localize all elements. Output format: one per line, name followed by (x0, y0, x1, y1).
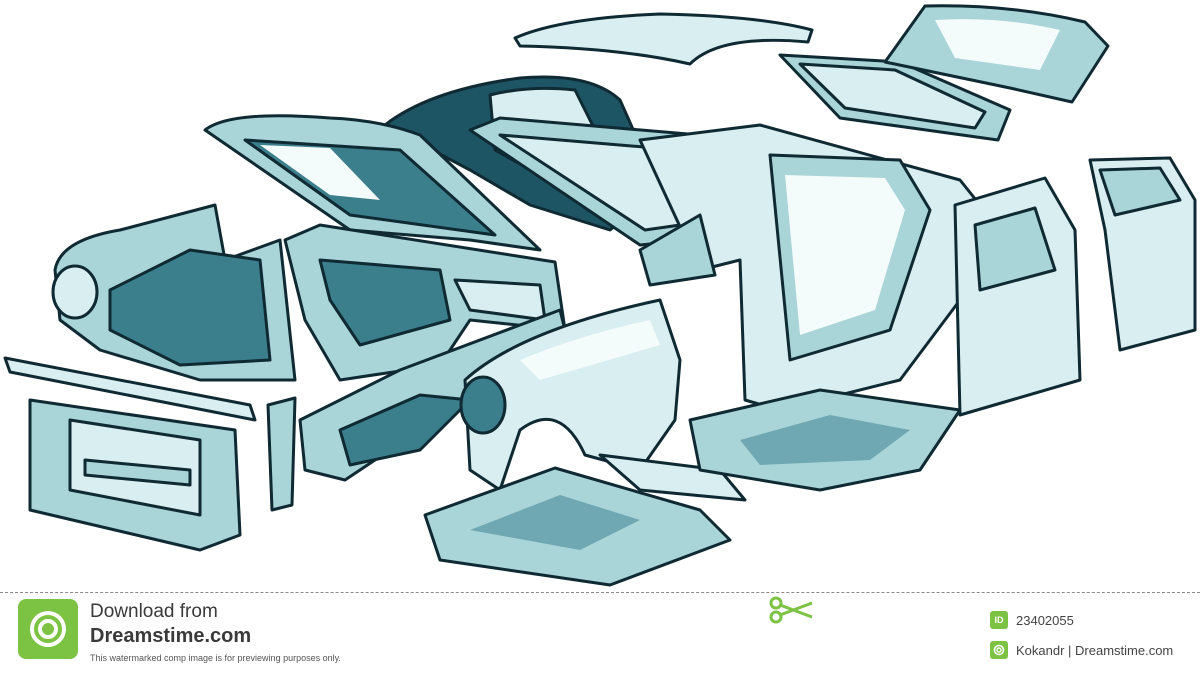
side-bracket (266, 396, 297, 512)
download-from-text: Download from (90, 601, 218, 622)
image-id-value: 23402055 (1016, 612, 1074, 628)
far-door (1088, 156, 1197, 352)
author-credit-row: Kokandr | Dreamstime.com (990, 641, 1173, 659)
left-inner-fender (51, 203, 297, 382)
engine-firewall (283, 223, 567, 382)
author-icon (990, 641, 1008, 659)
car-parts-drawing (3, 4, 1197, 587)
image-id-row: ID 23402055 (990, 611, 1074, 629)
author-credit-text: Kokandr | Dreamstime.com (1016, 642, 1174, 658)
rear-window-frame (778, 53, 1012, 142)
front-fender (459, 298, 682, 492)
scissors-icon (768, 595, 816, 625)
floor-panel (423, 453, 747, 587)
watermark-disclaimer: This watermarked comp image is for previ… (90, 653, 341, 663)
side-body-frame (638, 123, 1002, 412)
rear-floor (688, 388, 962, 492)
watermark-footer: Download from Dreamstime.com This waterm… (0, 592, 1200, 675)
trunk-lid (883, 4, 1110, 104)
rear-door (953, 176, 1082, 417)
car-body-exploded-illustration (3, 4, 1197, 587)
dreamstime-logo-icon (18, 599, 78, 659)
radiator-support (3, 356, 257, 552)
roof-panel (513, 12, 814, 66)
brand-name-text: Dreamstime.com (90, 625, 252, 647)
hood (203, 114, 542, 252)
id-icon: ID (990, 611, 1008, 629)
